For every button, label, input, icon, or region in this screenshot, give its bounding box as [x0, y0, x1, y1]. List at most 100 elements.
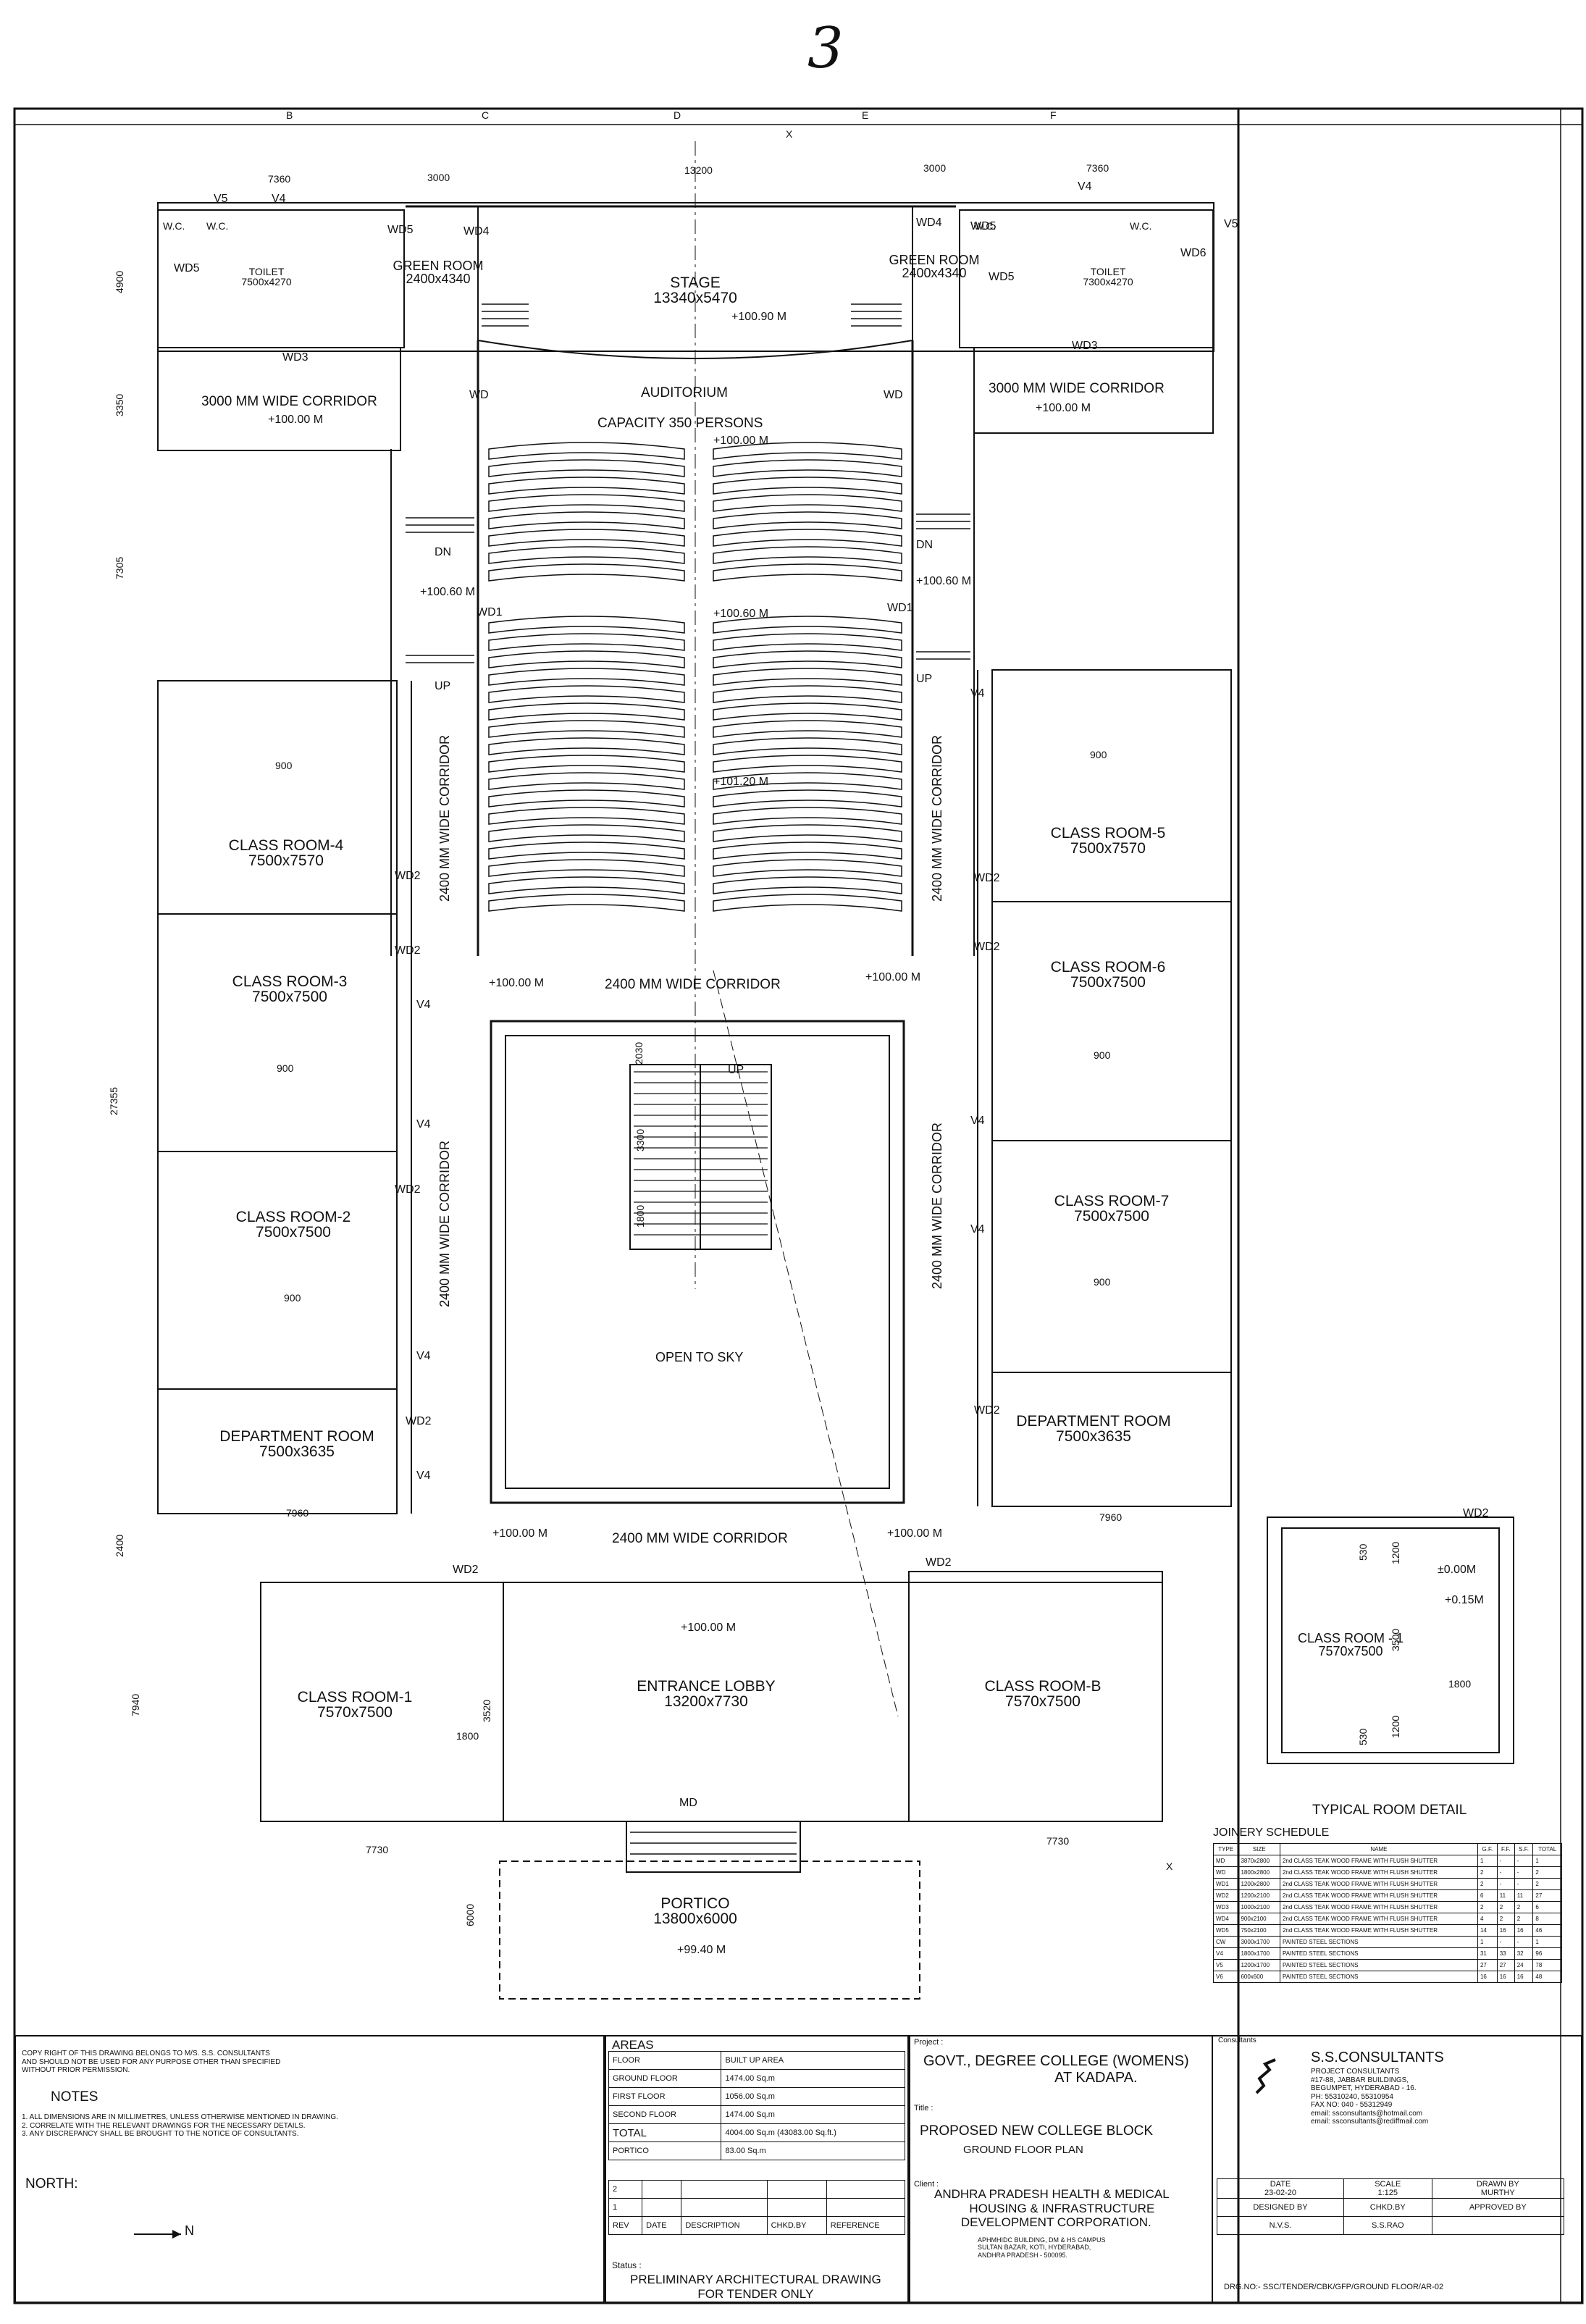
joinery-cell: V6 — [1212, 1971, 1239, 1983]
window-mark-v4: V4 — [416, 1469, 431, 1482]
window-mark-v4: V4 — [1078, 180, 1092, 193]
dim-27355: 27355 — [108, 1087, 119, 1115]
level-mark: +101.20 M — [713, 776, 769, 788]
dim-900: 900 — [1094, 1276, 1111, 1288]
seat-row — [488, 737, 685, 755]
grid-letter: F — [1050, 109, 1057, 121]
revision-cell — [826, 2180, 906, 2199]
revision-cell — [681, 2180, 768, 2199]
wc-label: W.C. — [974, 220, 997, 232]
level-mark: +100.00 M — [268, 414, 324, 426]
wc-label: W.C. — [1130, 220, 1152, 232]
seat-row — [713, 842, 902, 860]
areas-header: BUILT UP AREA — [721, 2051, 905, 2070]
seat-row — [713, 755, 902, 773]
seat-row — [488, 633, 685, 651]
dim-7730: 7730 — [1046, 1835, 1070, 1847]
window-mark-v4: V4 — [970, 1115, 985, 1127]
joinery-cell: WD1 — [1212, 1878, 1239, 1890]
joinery-cell: 2 — [1532, 1866, 1562, 1879]
joinery-cell: - — [1496, 1936, 1515, 1948]
areas-cell: PORTICO — [608, 2141, 722, 2160]
consultant-name: S.S.CONSULTANTS — [1311, 2050, 1444, 2065]
joinery-cell: 1200x2800 — [1238, 1878, 1280, 1890]
revision-header: REFERENCE — [826, 2216, 906, 2235]
notes-list: 1. ALL DIMENSIONS ARE IN MILLIMETRES, UN… — [22, 2113, 338, 2138]
seat-row — [713, 650, 902, 668]
grid-letter: C — [482, 109, 490, 121]
dim-7360: 7360 — [1086, 162, 1109, 174]
copyright-text: COPY RIGHT OF THIS DRAWING BELONGS TO M/… — [22, 2050, 281, 2074]
dim-900: 900 — [277, 1062, 294, 1074]
right-classroom-block — [991, 669, 1232, 1507]
joinery-cell: - — [1514, 1878, 1534, 1890]
seat-row — [488, 755, 685, 773]
seat-row — [488, 842, 685, 860]
joinery-cell: 16 — [1514, 1924, 1534, 1937]
revision-row: 1 — [608, 2198, 906, 2217]
revision-cell — [766, 2180, 827, 2199]
areas-cell: FIRST FLOOR — [608, 2087, 722, 2106]
grid-letter: B — [286, 109, 293, 121]
seat-row — [713, 529, 902, 547]
status-label: Status : — [612, 2260, 642, 2270]
consultants-label: Consultants — [1218, 2036, 1256, 2044]
door-mark-wd5: WD5 — [174, 262, 200, 274]
dim-3000: 3000 — [427, 172, 450, 183]
drawing-subtitle: GROUND FLOOR PLAN — [963, 2144, 1083, 2156]
joinery-cell: - — [1514, 1855, 1534, 1867]
seat-row — [488, 789, 685, 807]
seat-row — [488, 442, 685, 460]
dim-4900: 4900 — [114, 270, 125, 293]
stair-up: UP — [916, 673, 933, 685]
door-mark-wd5: WD5 — [989, 271, 1015, 283]
window-mark-v4: V4 — [970, 1223, 985, 1236]
seat-row — [488, 494, 685, 512]
joinery-cell: 1200x2100 — [1238, 1889, 1280, 1902]
door-mark-wd5: WD5 — [387, 224, 414, 236]
joinery-cell: 1 — [1532, 1855, 1562, 1867]
dim-3500: 3500 — [1390, 1628, 1401, 1651]
joinery-cell: 3870x2800 — [1238, 1855, 1280, 1867]
wc-label: W.C. — [206, 220, 229, 232]
door-mark-wd2: WD2 — [974, 941, 1000, 953]
seat-row — [713, 563, 902, 582]
seat-row — [488, 824, 685, 842]
revision-header: REV — [608, 2216, 643, 2235]
joinery-cell: 1 — [1532, 1936, 1562, 1948]
areas-cell: 1056.00 Sq.m — [721, 2087, 905, 2106]
typical-room-outline — [1267, 1517, 1514, 1764]
door-mark-wd2: WD2 — [974, 872, 1000, 884]
joinery-cell: 32 — [1514, 1947, 1534, 1960]
corridor-bottom: 2400 MM WIDE CORRIDOR — [612, 1531, 788, 1546]
joinery-cell: 78 — [1532, 1959, 1562, 1971]
window-mark-v4: V4 — [272, 193, 286, 205]
seat-row — [713, 616, 902, 634]
window-mark-v5: V5 — [214, 193, 228, 205]
drawing-number: DRG.NO:- SSC/TENDER/CBK/GFP/GROUND FLOOR… — [1224, 2283, 1444, 2291]
seat-row — [488, 685, 685, 703]
level-lobby: +100.00 M — [681, 1622, 737, 1634]
joinery-cell: 2 — [1532, 1878, 1562, 1890]
seat-row — [713, 685, 902, 703]
joinery-cell: - — [1514, 1866, 1534, 1879]
areas-header: FLOOR — [608, 2051, 722, 2070]
seat-row — [488, 668, 685, 686]
dim-1200: 1200 — [1390, 1541, 1401, 1564]
revision-header: DESCRIPTION — [681, 2216, 768, 2235]
joinery-cell: 2nd CLASS TEAK WOOD FRAME WITH FLUSH SHU… — [1279, 1913, 1478, 1925]
